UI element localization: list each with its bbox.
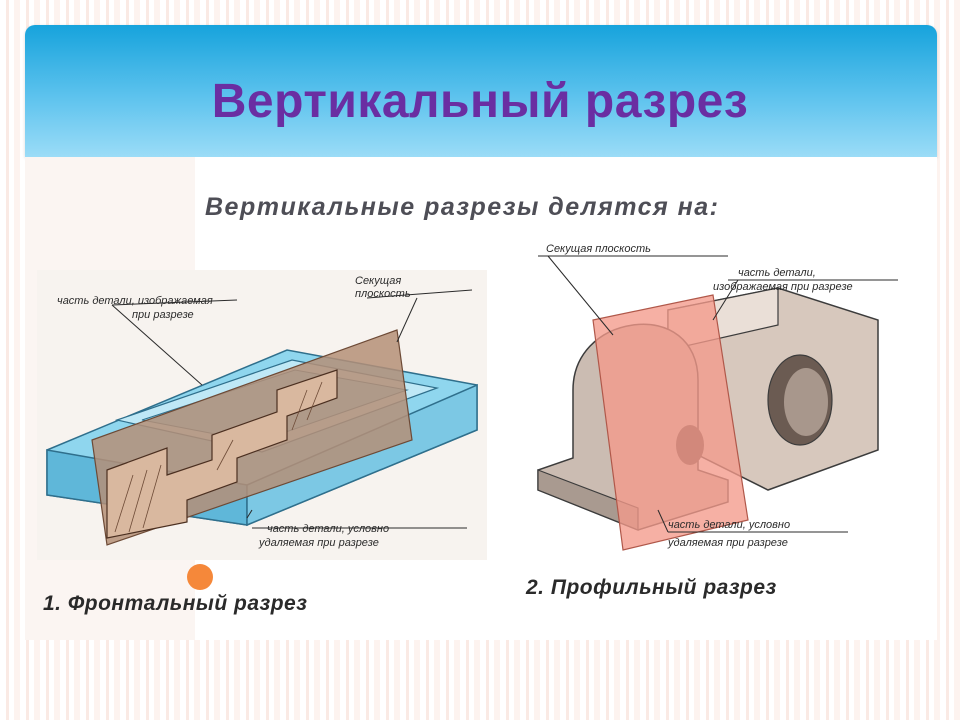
frontal-label-shown-part-2: при разрезе [132,309,194,321]
profile-label-removed-part-2: удаляемая при разрезе [667,537,788,549]
frontal-section-face [106,369,338,539]
frontal-label-cutting-plane-2: плоскость [355,288,411,300]
frontal-label-removed-part-2: удаляемая при разрезе [258,537,379,549]
frontal-section-figure: часть детали, изображаемая при разрезе С… [37,270,487,560]
frontal-label-shown-part-1: часть детали, изображаемая [57,295,213,307]
profile-part-bore-inner [784,368,828,436]
profile-label-shown-part-1: часть детали, [738,267,816,279]
title-bar [25,25,937,157]
profile-cutting-plane [592,294,749,551]
profile-label-removed-part-1: часть детали, условно [668,519,790,531]
profile-leader-lines [538,255,898,533]
frontal-section-caption: 1. Фронтальный разрез [43,592,308,615]
frontal-leader-lines [111,289,473,529]
profile-label-cutting-plane: Секущая плоскость [546,243,651,255]
frontal-label-cutting-plane-1: Секущая [355,275,401,287]
orange-bullet [187,564,213,590]
profile-section-figure: Секущая плоскость часть детали, изобража… [518,240,908,560]
frontal-hatching [114,381,323,533]
frontal-label-removed-part-1: часть детали, условно [267,523,389,535]
slide-subtitle: Вертикальные разрезы делятся на: [205,193,720,221]
profile-section-caption: 2. Профильный разрез [526,576,777,599]
profile-label-shown-part-2: изображаемая при разрезе [713,281,853,293]
slide-title: Вертикальный разрез [211,75,749,128]
